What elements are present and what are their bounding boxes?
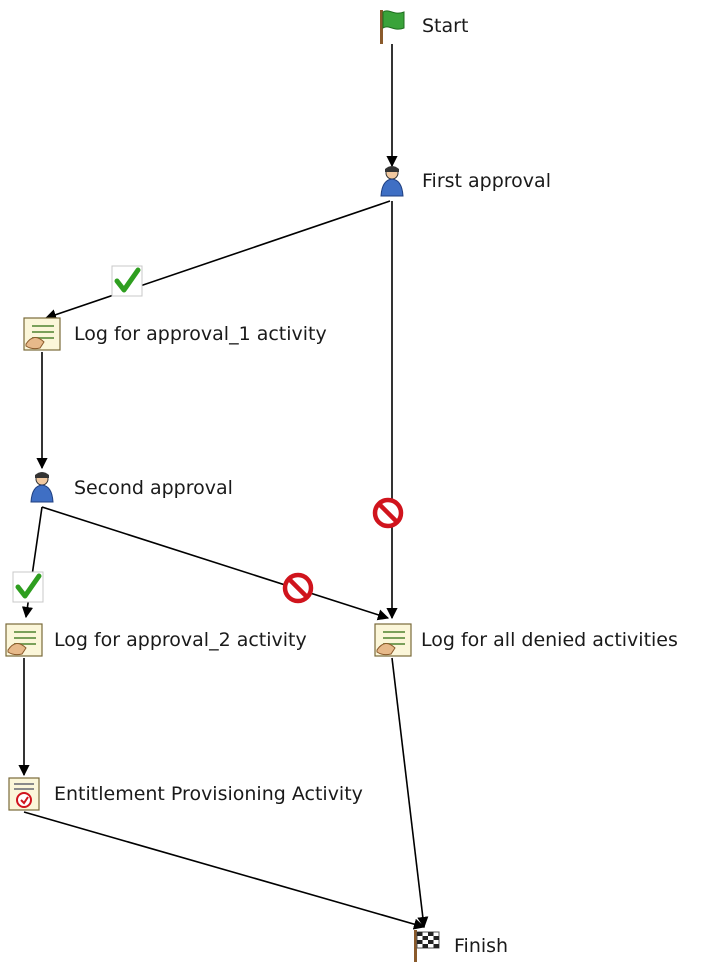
checkered-flag-icon bbox=[414, 930, 440, 962]
node-entitlement[interactable]: Entitlement Provisioning Activity bbox=[8, 777, 363, 811]
log-activity-icon bbox=[374, 623, 412, 657]
node-label-second-approval: Second approval bbox=[74, 477, 233, 499]
condition-icon-approved-2 bbox=[12, 571, 44, 603]
red-prohibited-icon bbox=[282, 572, 314, 604]
edges-layer bbox=[18, 44, 429, 930]
node-log-approval-2[interactable]: Log for approval_2 activity bbox=[5, 623, 307, 657]
provisioning-activity-icon bbox=[8, 777, 40, 811]
condition-icon-denied-1 bbox=[372, 497, 404, 529]
green-check-icon bbox=[111, 265, 143, 297]
log-activity-icon bbox=[5, 623, 43, 657]
green-flag-icon bbox=[380, 10, 405, 44]
node-label-entitlement: Entitlement Provisioning Activity bbox=[54, 783, 363, 805]
node-label-start: Start bbox=[422, 15, 468, 37]
user-approver-icon bbox=[30, 472, 54, 503]
node-label-first-approval: First approval bbox=[422, 170, 551, 192]
node-log-denied[interactable]: Log for all denied activities bbox=[374, 623, 678, 657]
red-prohibited-icon bbox=[372, 497, 404, 529]
user-approver-icon bbox=[380, 166, 404, 197]
green-check-icon bbox=[12, 571, 44, 603]
condition-icon-denied-2 bbox=[282, 572, 314, 604]
edge-second-approval-to-log-denied[interactable] bbox=[41, 506, 390, 621]
node-second-approval[interactable]: Second approval bbox=[30, 472, 233, 503]
node-label-finish: Finish bbox=[454, 935, 508, 957]
node-log-approval-1[interactable]: Log for approval_1 activity bbox=[23, 317, 327, 351]
log-activity-icon bbox=[23, 317, 61, 351]
condition-icon-approved-1 bbox=[111, 265, 143, 297]
node-start[interactable]: Start bbox=[380, 10, 468, 44]
edge-first-approval-to-log-approval-1[interactable] bbox=[44, 200, 391, 321]
node-label-log-approval-2: Log for approval_2 activity bbox=[54, 629, 307, 651]
node-finish[interactable]: Finish bbox=[414, 930, 508, 962]
node-first-approval[interactable]: First approval bbox=[380, 166, 551, 197]
node-label-log-denied: Log for all denied activities bbox=[421, 629, 678, 651]
edge-log-denied-to-finish[interactable] bbox=[391, 657, 429, 929]
node-label-log-approval-1: Log for approval_1 activity bbox=[74, 323, 327, 345]
edge-entitlement-to-finish[interactable] bbox=[23, 811, 426, 930]
